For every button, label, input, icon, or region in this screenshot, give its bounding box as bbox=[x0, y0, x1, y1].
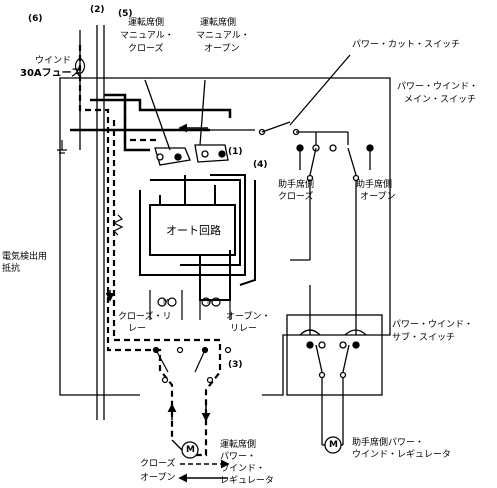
driver-manual-open-label-2: マニュアル・ bbox=[196, 31, 250, 41]
power-cut-switch bbox=[170, 54, 351, 136]
current-resistor-label-1: 電気検出用 bbox=[2, 252, 48, 262]
open-relay-label-2: リレー bbox=[230, 324, 258, 334]
driver-manual-switches bbox=[144, 79, 229, 166]
driver-regulator-label-3: ウインド・ bbox=[220, 464, 266, 474]
auto-circuit-wiring bbox=[139, 174, 256, 301]
driver-manual-open-label-3: オープン bbox=[204, 44, 240, 54]
main-switch-boundary bbox=[59, 77, 391, 396]
open-relay-symbol: M bbox=[207, 298, 214, 306]
circuit-number-1: (1) bbox=[228, 147, 243, 157]
passenger-main-switches bbox=[290, 132, 374, 285]
sub-switch-label-1: パワー・ウインド・ bbox=[392, 320, 474, 330]
flow-arrows bbox=[105, 123, 211, 422]
legend bbox=[178, 459, 230, 483]
close-relay-label-1: クローズ・リ bbox=[118, 312, 172, 322]
close-relay bbox=[149, 290, 183, 320]
circuit-number-5: (5) bbox=[118, 9, 133, 19]
driver-manual-close-label-2: マニュアル・ bbox=[120, 31, 174, 41]
power-cut-switch-label: パワー・カット・スイッチ bbox=[352, 40, 461, 50]
auto-circuit-box bbox=[149, 204, 236, 256]
driver-motor-symbol: M bbox=[186, 445, 195, 455]
circuit-number-3: (3) bbox=[228, 360, 243, 370]
passenger-open-label-1: 助手席側 bbox=[356, 180, 393, 190]
current-detect-resistor bbox=[112, 214, 124, 236]
circuit-number-4: (4) bbox=[253, 160, 268, 170]
driver-regulator-label-4: レギュレータ bbox=[220, 476, 274, 486]
ground-symbol bbox=[57, 140, 67, 154]
wind-fuse-label-1: ウインド bbox=[35, 56, 72, 66]
sub-switch-label-2: サブ・スイッチ bbox=[392, 333, 456, 343]
sub-switch-box bbox=[286, 285, 383, 445]
passenger-regulator-label-2: ウインド・レギュレータ bbox=[352, 450, 451, 460]
driver-regulator-label-2: パワー・ bbox=[220, 452, 257, 462]
passenger-close-label-2: クローズ bbox=[278, 192, 314, 202]
legend-open-label: オープン bbox=[140, 473, 176, 483]
circuit-number-2: (2) bbox=[90, 5, 105, 15]
open-relay bbox=[199, 290, 231, 320]
main-switch-label-1: パワー・ウインド・ bbox=[397, 82, 479, 92]
driver-manual-close-label-1: 運転席側 bbox=[128, 18, 165, 28]
driver-regulator-label-1: 運転席側 bbox=[220, 440, 257, 450]
wind-fuse-symbol bbox=[74, 57, 86, 75]
driver-manual-open-label-1: 運転席側 bbox=[200, 18, 237, 28]
bus-lines bbox=[70, 93, 232, 152]
main-switch-label-2: メイン・スイッチ bbox=[404, 95, 477, 105]
wind-fuse-label-2: 30Aフューズ bbox=[20, 68, 82, 79]
current-resistor-label-2: 抵抗 bbox=[2, 264, 21, 274]
passenger-open-label-2: オープン bbox=[360, 192, 396, 202]
auto-circuit-label: オート回路 bbox=[166, 224, 221, 237]
passenger-regulator-label-1: 助手席側パワー・ bbox=[352, 438, 425, 448]
close-relay-symbol: M bbox=[163, 298, 170, 306]
close-relay-label-2: レー bbox=[128, 324, 147, 334]
open-relay-label-1: オープン・ bbox=[226, 312, 271, 322]
driver-motor bbox=[171, 439, 199, 459]
passenger-motor-symbol: M bbox=[329, 440, 338, 450]
passenger-motor bbox=[322, 436, 343, 454]
legend-close-label: クローズ bbox=[140, 459, 176, 469]
circuit-number-6: (6) bbox=[28, 14, 43, 24]
current-path-close bbox=[78, 45, 222, 457]
fuse-feed-lines bbox=[79, 25, 105, 420]
driver-manual-close-label-3: クローズ bbox=[128, 44, 164, 54]
relay-contacts bbox=[152, 346, 232, 384]
passenger-close-label-1: 助手席側 bbox=[278, 180, 315, 190]
